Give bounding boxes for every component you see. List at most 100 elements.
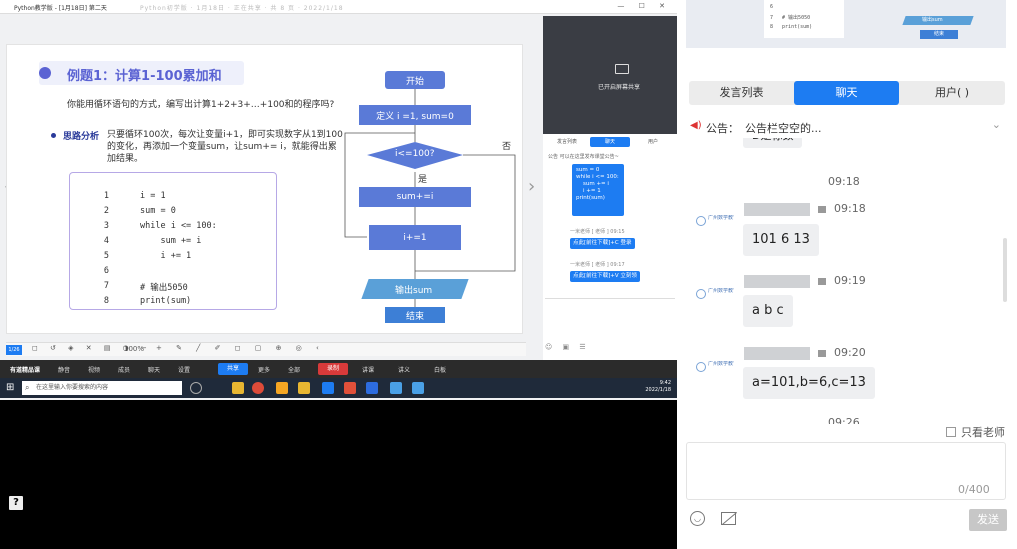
mini-chat-input[interactable] — [545, 298, 675, 328]
members-button[interactable]: 成员 — [118, 367, 131, 374]
taskbar-clock[interactable]: 9:42 2022/1/18 — [645, 380, 671, 394]
preview-end-box: 结束 — [920, 30, 958, 39]
windows-start-icon[interactable]: ⊞ — [6, 382, 15, 393]
sender-name-blurred — [744, 275, 810, 288]
mini-chat-tabs: 发言列表 聊天 用户 — [543, 137, 677, 147]
share-button[interactable]: 共享 — [218, 363, 248, 375]
sender-name-blurred — [744, 347, 810, 360]
clock-date: 2022/1/18 — [645, 387, 671, 393]
zoom-level[interactable]: 100% — [124, 345, 145, 353]
screen-share-icon — [615, 64, 629, 74]
draw-tool-icons[interactable]: + ✎ ╱ ✐ ◻ ▢ ⊕ ◎ ‹ — [156, 344, 325, 352]
app-icon[interactable] — [366, 382, 378, 394]
chat-message-list: D是标数 09:18 广州数学教育学院 09:18 101 6 13 广州数学教… — [686, 138, 1006, 424]
next-slide-icon[interactable]: › — [528, 176, 536, 197]
chat-scrollbar[interactable] — [1003, 238, 1007, 302]
analysis-text: 只要循环100次，每次让变量i+1，即可实现数字从1到100的变化，再添加一个变… — [107, 130, 343, 164]
announcement-text: 公告栏空空的... — [745, 122, 822, 135]
app-brand: 有道精品课 — [10, 367, 41, 374]
video-button[interactable]: 视频 — [88, 367, 101, 374]
image-disabled-icon[interactable] — [721, 512, 736, 525]
folder-icon[interactable] — [298, 382, 310, 394]
mute-button[interactable]: 静音 — [58, 367, 71, 374]
taskbar-search-placeholder: 在这里输入你要搜索的内容 — [36, 384, 109, 391]
device-icon — [818, 206, 826, 213]
mini-code-message: sum = 0 while i <= 100: sum += i i += 1 … — [572, 164, 624, 216]
mini-tab-chat[interactable]: 聊天 — [590, 137, 630, 147]
flow-sum-step: sum+=i — [359, 187, 471, 207]
slide-title-bar — [39, 61, 244, 85]
taskbar-search[interactable]: ⌕ 在这里输入你要搜索的内容 — [22, 381, 182, 395]
tab-chat[interactable]: 聊天 — [794, 81, 899, 105]
avatar: 广州数学教育学院 — [696, 287, 734, 301]
app-icon[interactable] — [276, 382, 288, 394]
mini-message[interactable]: 点此[前往下载]+V 立刻领 — [570, 271, 640, 282]
more-button[interactable]: 更多 — [258, 367, 271, 374]
mini-message-name: 一米老师 [ 老师 ] 09:17 — [570, 262, 625, 268]
analysis-label: 思路分析 — [63, 132, 100, 142]
shared-screen: Python教学版 - [1月18日] 第二天 Python初学版 · 1月18… — [0, 0, 677, 400]
flow-inc-step: i+=1 — [369, 225, 461, 250]
mini-tab-speak[interactable]: 发言列表 — [556, 139, 577, 145]
message-time: 09:18 — [834, 202, 866, 215]
window-titlebar: Python教学版 - [1月18日] 第二天 Python初学版 · 1月18… — [0, 0, 677, 14]
window-controls[interactable]: — ☐ ✕ — [617, 2, 671, 10]
app-icon[interactable] — [412, 382, 424, 394]
flow-condition: i<=100? — [395, 149, 435, 159]
lecture-button[interactable]: 讲课 — [362, 367, 375, 374]
preview-code: 6 7 # 输出5050 8 print(sum) — [764, 0, 844, 38]
device-icon — [818, 350, 826, 357]
speaker-icon: ◀) — [690, 120, 702, 131]
app-icon[interactable] — [390, 382, 402, 394]
mini-message[interactable]: 点此[前往下载]+C 登录 — [570, 238, 635, 249]
flow-start: 开始 — [385, 71, 445, 89]
record-button[interactable]: 录制 — [318, 363, 348, 375]
emoji-icon[interactable]: ◡ — [690, 511, 705, 526]
announcement-bar[interactable]: ◀) 公告： 公告栏空空的... ⌄ — [690, 118, 1005, 136]
message-time: 09:20 — [834, 346, 866, 359]
page-indicator[interactable]: 1/26 — [6, 345, 22, 355]
cortana-icon[interactable] — [190, 382, 202, 394]
slide-title: 例题1：计算1-100累加和 — [67, 69, 222, 84]
flow-output: 输出sum — [395, 286, 433, 296]
flow-condition-diamond — [367, 142, 463, 169]
settings-button[interactable]: 设置 — [178, 367, 191, 374]
mini-tab-users[interactable]: 用户 — [647, 139, 658, 145]
video-pane — [543, 16, 677, 134]
window-title: Python教学版 - [1月18日] 第二天 — [14, 5, 107, 12]
window-subtitle: Python初学版 · 1月18日 · 正在共享 · 共 8 页 · 2022/… — [140, 5, 344, 12]
tab-users[interactable]: 用户( ) — [934, 86, 970, 99]
flow-yes-label: 是 — [418, 175, 428, 185]
ppt-toolbar: 1/26 ◻ ↺ ◈ ✕ ▤ ◑ − 100% + ✎ ╱ ✐ ◻ ▢ ⊕ ◎ … — [6, 342, 526, 356]
all-button[interactable]: 全部 — [288, 367, 301, 374]
sender-name-blurred — [744, 203, 810, 216]
chevron-down-icon[interactable]: ⌄ — [991, 118, 1001, 131]
help-icon[interactable]: ? — [9, 496, 23, 510]
mini-chat-footer-icons[interactable]: ☺ ▣ ☰ — [545, 343, 590, 351]
flow-no-label: 否 — [502, 142, 512, 152]
app-icon[interactable] — [322, 382, 334, 394]
preview-output-label: 输出sum — [922, 17, 943, 23]
clock-time: 9:42 — [659, 380, 671, 386]
teacher-only-checkbox[interactable] — [946, 427, 956, 437]
chrome-icon[interactable] — [252, 382, 264, 394]
time-separator: 09:26 — [828, 416, 860, 424]
search-icon: ⌕ — [25, 383, 30, 392]
title-dot-icon — [39, 67, 51, 79]
message-bubble: a b c — [743, 295, 793, 327]
slide: 例题1：计算1-100累加和 你能用循环语句的方式，编写出计算1+2+3+…+1… — [6, 44, 523, 334]
explorer-icon[interactable] — [232, 382, 244, 394]
flow-end: 结束 — [385, 307, 445, 323]
ppt-icon[interactable] — [344, 382, 356, 394]
whiteboard-button[interactable]: 白板 — [434, 367, 447, 374]
message-input[interactable] — [686, 442, 1006, 500]
ppt-tool-icons[interactable]: ◻ ↺ ◈ ✕ ▤ ◑ − — [32, 344, 152, 352]
message-bubble: D是标数 — [743, 138, 803, 148]
tab-speak-list[interactable]: 发言列表 — [719, 86, 764, 99]
send-button[interactable]: 发送 — [969, 509, 1007, 531]
avatar: 广州数学教育学院 — [696, 360, 734, 374]
chat-button[interactable]: 聊天 — [148, 367, 161, 374]
time-separator: 09:18 — [828, 175, 860, 188]
handout-button[interactable]: 讲义 — [398, 367, 411, 374]
